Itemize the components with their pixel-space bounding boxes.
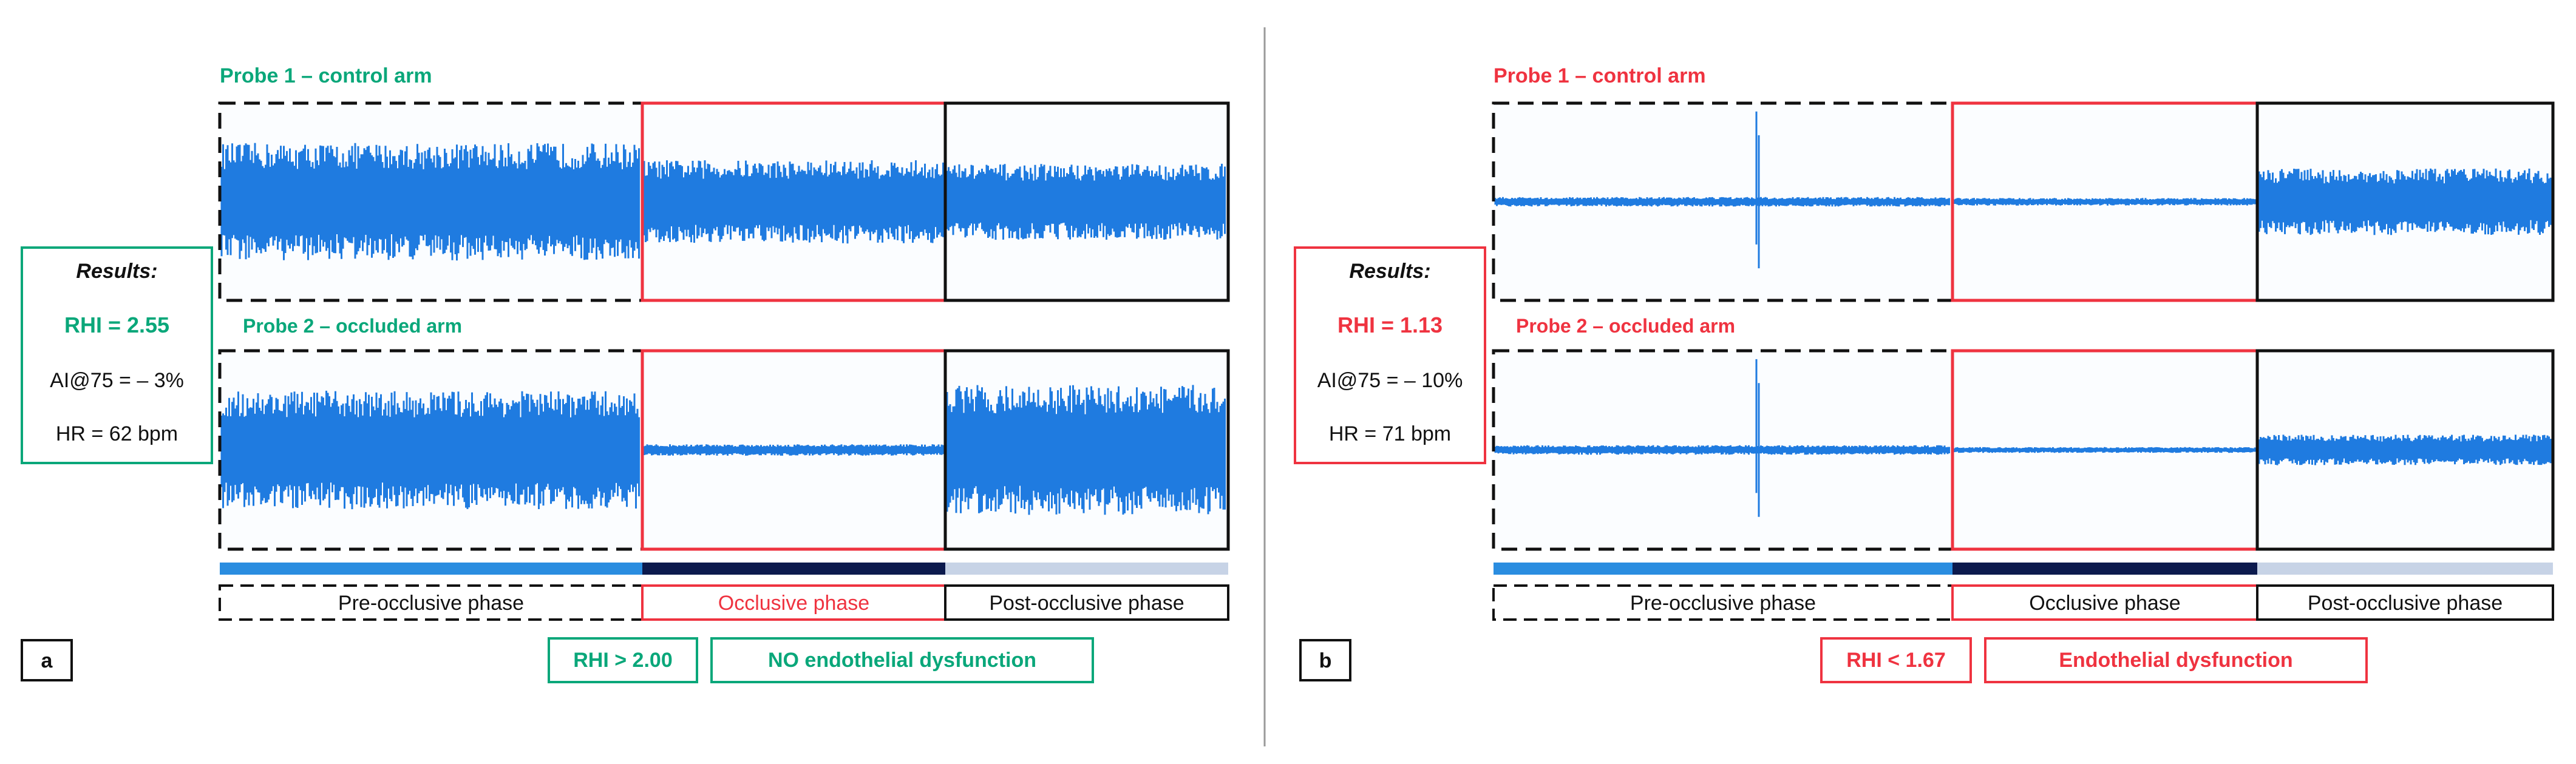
threshold-box bbox=[1820, 637, 1972, 683]
phase-bar-pre bbox=[1494, 563, 1952, 575]
phase-bar-post bbox=[2257, 563, 2553, 575]
phase-bar-occlusive bbox=[1952, 563, 2257, 575]
results-ai: AI@75 = – 10% bbox=[1317, 369, 1463, 392]
phase-bar-pre bbox=[220, 563, 642, 575]
phase-box-pre bbox=[219, 584, 644, 621]
phase-label-post: Post-occlusive phase bbox=[989, 592, 1184, 615]
phase-box-occlusive bbox=[641, 584, 946, 621]
phase-box-post bbox=[2256, 584, 2554, 621]
panel-letter: a bbox=[41, 649, 53, 672]
phase-label-occlusive: Occlusive phase bbox=[2029, 592, 2180, 615]
results-heading: Results: bbox=[76, 260, 157, 283]
diagnosis-box bbox=[710, 637, 1094, 683]
probe2-label: Probe 2 – occluded arm bbox=[243, 315, 462, 337]
probe2-post-frame bbox=[943, 349, 1230, 551]
probe2-waveform bbox=[1494, 359, 2552, 517]
phase-label-pre: Pre-occlusive phase bbox=[338, 592, 524, 615]
probe1-label: Probe 1 – control arm bbox=[1494, 64, 1706, 87]
phase-label-post: Post-occlusive phase bbox=[2308, 592, 2503, 615]
phase-label-occlusive: Occlusive phase bbox=[718, 592, 869, 615]
phase-bar-post bbox=[945, 563, 1228, 575]
diagnosis-box bbox=[1984, 637, 2368, 683]
panel-letter-box bbox=[21, 639, 73, 681]
results-ai: AI@75 = – 3% bbox=[50, 369, 184, 392]
results-hr: HR = 62 bpm bbox=[56, 422, 178, 445]
probe1-pre-frame bbox=[1492, 101, 1954, 302]
probe1-post-frame bbox=[943, 101, 1230, 302]
probe2-waveform bbox=[220, 385, 1226, 515]
panel-letter-box bbox=[1299, 639, 1351, 681]
diagnosis-label: NO endothelial dysfunction bbox=[768, 649, 1036, 672]
phase-label-pre: Pre-occlusive phase bbox=[1630, 592, 1816, 615]
results-box bbox=[21, 246, 213, 464]
probe2-post-frame bbox=[2255, 349, 2555, 551]
probe1-label: Probe 1 – control arm bbox=[220, 64, 432, 87]
results-rhi: RHI = 2.55 bbox=[64, 313, 169, 337]
results-heading: Results: bbox=[1349, 260, 1430, 283]
probe1-post-frame bbox=[2255, 101, 2555, 302]
panel-letter: b bbox=[1319, 649, 1332, 672]
threshold-label: RHI > 2.00 bbox=[573, 649, 672, 672]
phase-bar-occlusive bbox=[642, 563, 945, 575]
phase-box-post bbox=[944, 584, 1229, 621]
probe1-waveform bbox=[220, 143, 1226, 261]
diagnosis-label: Endothelial dysfunction bbox=[2059, 649, 2292, 672]
probe2-label: Probe 2 – occluded arm bbox=[1516, 315, 1735, 337]
results-box bbox=[1294, 246, 1486, 464]
results-hr: HR = 71 bpm bbox=[1329, 422, 1451, 445]
results-rhi: RHI = 1.13 bbox=[1337, 313, 1443, 337]
probe1-waveform bbox=[1494, 111, 2552, 269]
threshold-label: RHI < 1.67 bbox=[1846, 649, 1945, 672]
probe2-pre-frame bbox=[1492, 349, 1954, 551]
threshold-box bbox=[548, 637, 698, 683]
